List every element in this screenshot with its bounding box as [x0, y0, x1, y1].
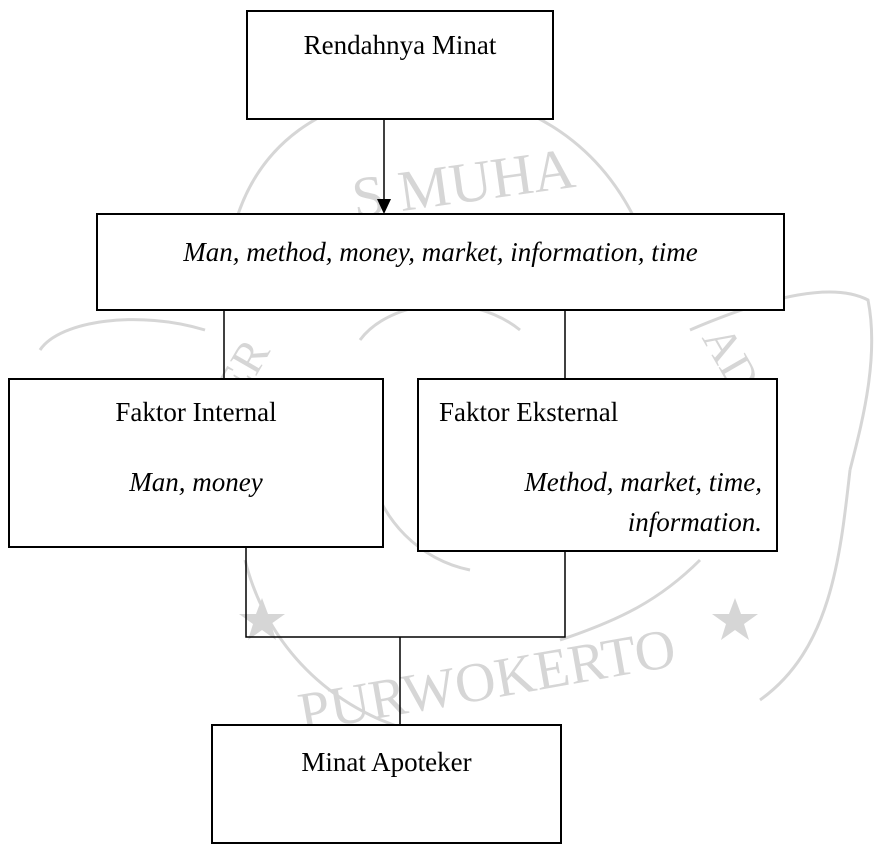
node-minat-apoteker: Minat Apoteker [211, 724, 562, 844]
node-factors: Man, method, money, market, information,… [96, 213, 785, 311]
arrowhead-icon [377, 199, 391, 214]
node-minat-apoteker-label: Minat Apoteker [301, 747, 472, 777]
connector-merge [245, 548, 566, 638]
node-faktor-internal-title: Faktor Internal [115, 397, 277, 427]
node-factors-label: Man, method, money, market, information,… [183, 237, 698, 267]
node-faktor-eksternal-items-line1: Method, market, time, [524, 467, 762, 497]
node-faktor-eksternal-title: Faktor Eksternal [439, 397, 619, 427]
watermark-star-right-icon [712, 598, 758, 640]
watermark-star-left-icon [239, 598, 285, 640]
node-faktor-internal-items: Man, money [129, 467, 263, 497]
node-rendahnya-minat: Rendahnya Minat [246, 10, 554, 120]
node-faktor-internal: Faktor Internal Man, money [8, 378, 384, 548]
node-rendahnya-minat-label: Rendahnya Minat [303, 30, 497, 60]
node-faktor-eksternal-items-line2: information. [627, 507, 762, 537]
node-faktor-eksternal: Faktor Eksternal Method, market, time, i… [417, 378, 778, 552]
